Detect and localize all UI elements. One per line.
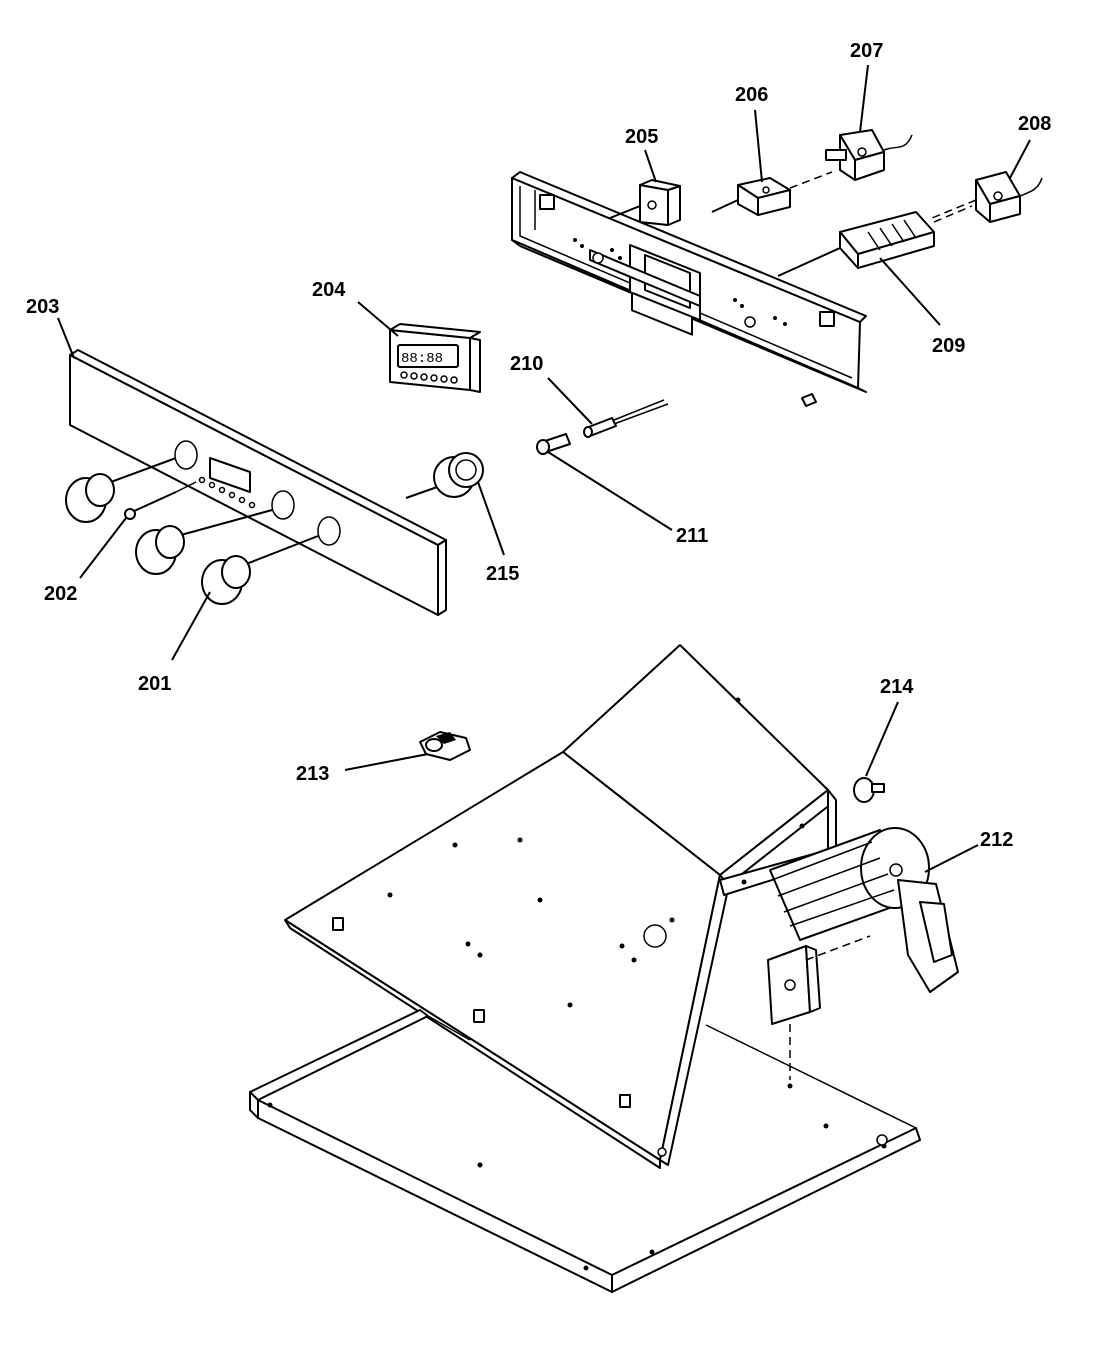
clock-display-digits: 88:88 — [401, 351, 443, 367]
motor-mount-bracket — [767, 935, 871, 1089]
lamp-holder-211 — [536, 433, 571, 455]
callout-205: 205 — [625, 126, 658, 148]
screw-202 — [124, 481, 197, 520]
lamp-210 — [583, 399, 669, 438]
callout-212: 212 — [980, 829, 1013, 851]
callout-labels: 201 202 203 204 205 206 207 208 209 210 … — [26, 40, 1051, 851]
thermostat-207 — [825, 129, 913, 181]
fan-motor-212 — [769, 827, 959, 993]
clock-timer-204: 88:88 — [389, 323, 481, 393]
thermostat-208 — [931, 171, 1043, 223]
control-panel-203 — [69, 349, 447, 616]
leader-214 — [865, 701, 899, 777]
callout-210: 210 — [510, 353, 543, 375]
control-knob-201-a — [65, 457, 177, 523]
leader-210 — [547, 377, 593, 425]
callout-209: 209 — [932, 335, 965, 357]
leader-207 — [859, 64, 869, 133]
callout-203: 203 — [26, 296, 59, 318]
leader-205 — [644, 149, 657, 183]
leader-215 — [477, 481, 505, 556]
control-knob-201-b — [135, 509, 273, 575]
callout-208: 208 — [1018, 113, 1051, 135]
thermostat-214 — [853, 777, 885, 803]
leader-211 — [547, 451, 673, 531]
leader-212 — [924, 844, 979, 873]
leader-204 — [357, 301, 399, 337]
leader-202 — [79, 517, 127, 579]
leader-206 — [754, 109, 763, 183]
selector-switch-205 — [609, 179, 681, 226]
callout-211: 211 — [676, 525, 708, 547]
selector-switch-209 — [777, 205, 973, 277]
control-bracket — [511, 171, 867, 407]
leader-208 — [1009, 139, 1031, 179]
callout-202: 202 — [44, 583, 77, 605]
thermal-cutout-213 — [419, 731, 471, 761]
indicator-lamp-215 — [405, 452, 484, 499]
leader-201 — [171, 591, 211, 661]
callout-207: 207 — [850, 40, 883, 62]
callout-214: 214 — [880, 676, 914, 698]
leader-209 — [879, 257, 941, 326]
leader-203 — [57, 317, 75, 359]
leader-lines — [57, 64, 1031, 873]
leader-213 — [344, 753, 429, 771]
callout-215: 215 — [486, 563, 519, 585]
control-knob-201-c — [201, 535, 319, 605]
callout-201: 201 — [138, 673, 171, 695]
oven-floor-plate — [249, 1009, 921, 1293]
selector-switch-206 — [711, 171, 833, 216]
fan-baffle-plate — [284, 644, 837, 1169]
callout-206: 206 — [735, 84, 768, 106]
callout-204: 204 — [312, 279, 346, 301]
callout-213: 213 — [296, 763, 329, 785]
